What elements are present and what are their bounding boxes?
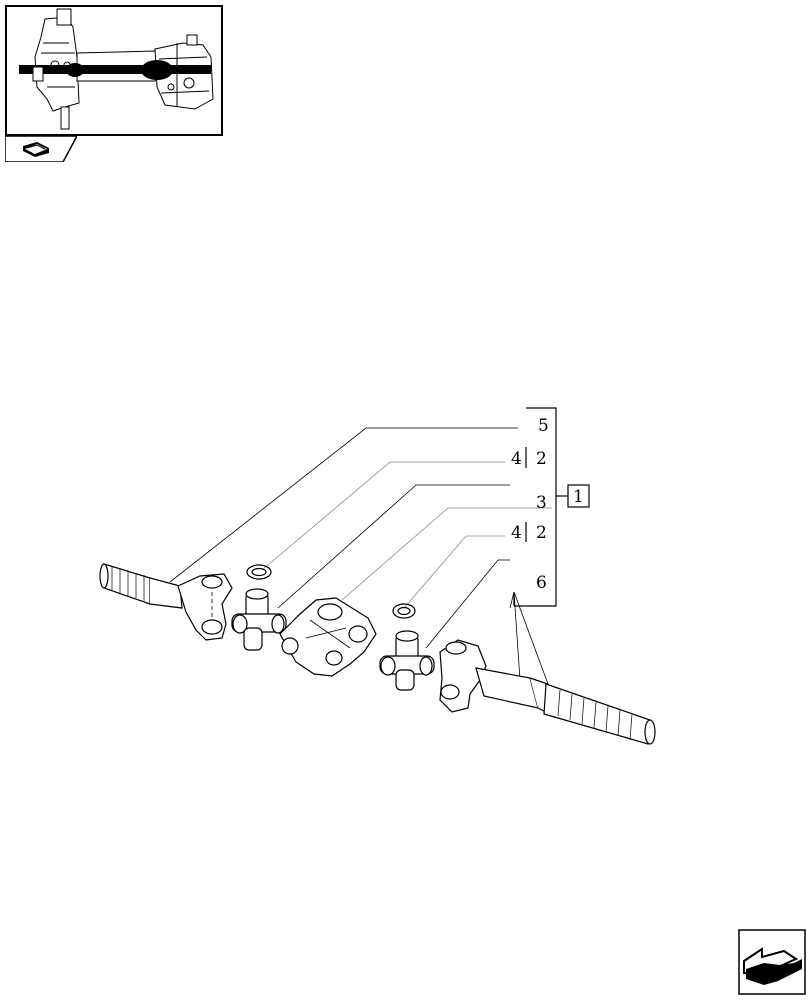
- callout-2-lower[interactable]: 2: [536, 523, 547, 543]
- axle-thumbnail[interactable]: [5, 5, 223, 136]
- snap-ring-upper[interactable]: [246, 564, 272, 580]
- snap-ring-lower[interactable]: [392, 603, 416, 619]
- book-tab[interactable]: [4, 135, 79, 163]
- group-reference-box: [567, 484, 590, 508]
- callout-1-group[interactable]: 1: [573, 487, 584, 507]
- center-double-yoke[interactable]: [279, 597, 377, 677]
- callout-6[interactable]: 6: [536, 573, 547, 593]
- book-icon: [23, 142, 49, 157]
- universal-joint-cross-right[interactable]: [379, 630, 435, 691]
- callout-4-lower[interactable]: 4: [511, 523, 522, 543]
- callout-5[interactable]: 5: [538, 416, 549, 436]
- callout-3[interactable]: 3: [536, 493, 547, 513]
- universal-joint-cross-left[interactable]: [231, 588, 287, 651]
- callout-2-upper[interactable]: 2: [536, 449, 547, 469]
- left-axle-shaft[interactable]: [99, 563, 233, 641]
- right-axle-shaft[interactable]: [439, 639, 656, 745]
- callout-4-upper[interactable]: 4: [511, 449, 522, 469]
- next-page-arrow-icon: [743, 947, 802, 985]
- next-page-button[interactable]: [738, 929, 806, 995]
